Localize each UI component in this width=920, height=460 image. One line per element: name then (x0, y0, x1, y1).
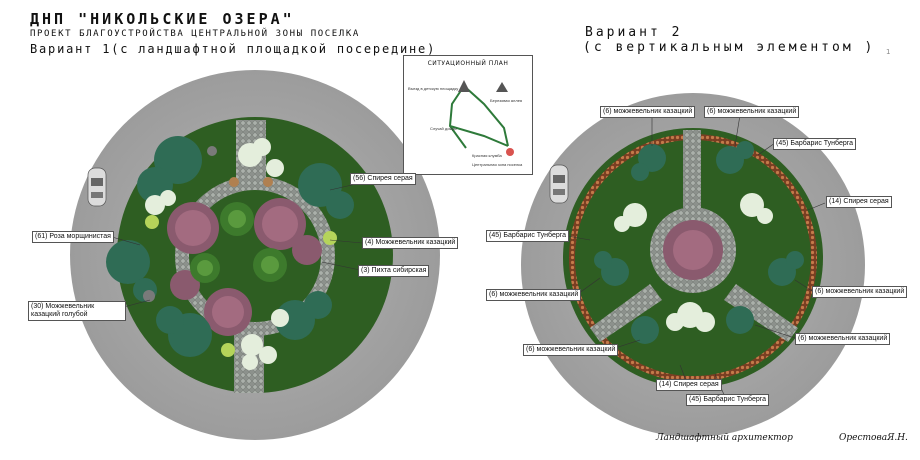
v1-junipers (106, 136, 354, 357)
situation-plan-inset: СИТУАЦИОННЫЙ ПЛАН Въезд в детскую площад… (403, 55, 533, 175)
label-juniper-blue: (30) Можжевельник казацкий голубой (28, 301, 126, 321)
page-title: ДНП "НИКОЛЬСКИЕ ОЗЕРА" (30, 10, 295, 28)
v2-path-right (724, 284, 798, 342)
footer-architect: Ландшафтный архитектор (656, 433, 793, 443)
label-v2-top-left: (6) можжевельник казацкий (600, 106, 696, 118)
v1-fir-trees (190, 202, 287, 283)
v2-car (549, 164, 569, 204)
label-v2-right-mid: (6) можжевельник казацкий (812, 286, 908, 298)
corner-mark: 1 (886, 48, 891, 56)
label-v2-right-bottom: (6) можжевельник казацкий (795, 333, 891, 345)
label-v2-left-bottom: (6) можжевельник казацкий (523, 344, 619, 356)
v1-rose-beds (167, 198, 322, 336)
label-v2-top-right: (6) можжевельник казацкий (704, 106, 800, 118)
situation-label-5: Центральная зона поселка (472, 162, 523, 167)
label-v2-barberry-bottom: (45) Барбарис Тунберга (686, 394, 770, 406)
variant1-title: Вариант 1(с ландшафтной площадкой посере… (30, 42, 437, 56)
label-v2-left-mid: (6) можжевельник казацкий (486, 289, 582, 301)
variant2-subtitle: (с вертикальным элементом ) (583, 40, 876, 55)
situation-plan-map (448, 80, 514, 156)
v2-path-top (683, 130, 701, 208)
project-subtitle: ПРОЕКТ БЛАГОУСТРОЙСТВА ЦЕНТРАЛЬНОЙ ЗОНЫ … (30, 29, 360, 39)
label-v2-barberry-left: (45) Барбарис Тунберга (486, 230, 570, 242)
variant2-plan (521, 93, 865, 437)
variant2-title: Вариант 2 (585, 25, 683, 40)
situation-label-4: Красная клумба (472, 153, 502, 158)
v2-spirea (614, 193, 773, 332)
label-juniper-cossack: (4) Можжевельник казацкий (362, 237, 459, 249)
situation-label-1: Въезд в детскую площадку (408, 86, 459, 91)
situation-label-2: Березовая аллея (490, 98, 523, 103)
label-v2-spirea-right: (14) Спирея серая (826, 196, 892, 208)
situation-label-3: Случай дождя (430, 126, 457, 131)
v1-yellow-shrubs (145, 215, 337, 357)
label-fir: (3) Пихта сибирская (358, 265, 430, 277)
footer-name: ОрестоваЯ.Н. (839, 433, 908, 443)
label-v2-barberry-top: (45) Барбарис Тунберга (773, 138, 857, 150)
variant1-plan (70, 70, 440, 440)
label-spirea: (56) Спирея серая (350, 173, 416, 185)
v1-car (87, 167, 107, 207)
v2-path-left (590, 284, 662, 342)
v1-spirea (145, 138, 289, 370)
v1-rocks (143, 146, 217, 302)
v2-junipers (594, 141, 804, 344)
situation-plan-title: СИТУАЦИОННЫЙ ПЛАН (427, 60, 509, 67)
label-v2-spirea-bottom: (14) Спирея серая (656, 379, 722, 391)
label-rose: (61) Роза морщинистая (32, 231, 114, 243)
